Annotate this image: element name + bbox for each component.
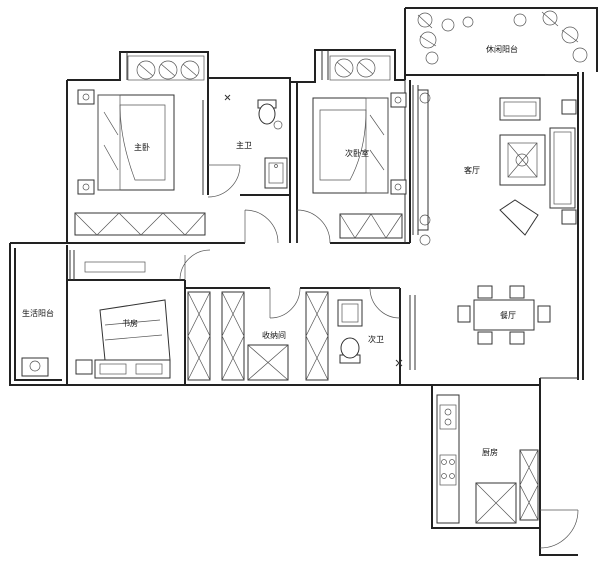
side-table — [561, 209, 577, 225]
daybed — [99, 299, 171, 361]
exterior-walls — [9, 7, 598, 556]
chair — [158, 60, 178, 80]
wardrobe — [339, 213, 403, 239]
room-label-storage: 收纳间 — [262, 330, 286, 340]
washing-machine — [21, 357, 49, 377]
room-label-study: 书房 — [122, 318, 138, 328]
vanity — [264, 157, 288, 189]
storage-cabinets: 收纳间 — [187, 291, 329, 381]
door-second-bedroom — [296, 209, 331, 244]
leisure-balcony-plants: 休闲阳台 — [417, 10, 588, 65]
bed — [97, 94, 175, 191]
counter — [436, 394, 460, 524]
room-label-living-room: 客厅 — [464, 165, 480, 175]
second-bedroom-furniture: 次卧室 — [312, 55, 407, 239]
nightstand — [77, 89, 95, 105]
master-bedroom-furniture: 主卧 — [74, 55, 206, 236]
door-master-bath — [207, 164, 241, 198]
room-label-second-bedroom: 次卧室 — [345, 148, 369, 158]
master-bath-fixtures: 主卫 — [224, 94, 288, 189]
desk — [94, 359, 171, 379]
room-label-master-bedroom: 主卧 — [134, 142, 150, 152]
door-second-bath — [369, 287, 401, 319]
bed — [312, 97, 389, 194]
side-table — [561, 99, 577, 115]
armchair — [499, 97, 541, 121]
room-label-second-bath: 次卫 — [368, 334, 384, 344]
tall-cabinet — [519, 449, 539, 521]
room-label-dining: 餐厅 — [500, 311, 516, 320]
lounge-chair — [499, 199, 539, 236]
kitchen-fixtures: 厨房 — [436, 394, 539, 524]
interior-walls — [67, 78, 540, 386]
doors — [179, 164, 579, 549]
door-storage — [269, 287, 301, 319]
room-label-kitchen: 厨房 — [482, 447, 498, 457]
wardrobe — [74, 212, 206, 236]
second-bath-fixtures: 次卫 — [337, 299, 403, 367]
nightstand — [77, 179, 95, 195]
dining-table — [473, 299, 535, 331]
door-kitchen-sliding — [539, 509, 579, 549]
dining-furniture: 餐厅 — [457, 285, 551, 345]
room-label-utility-balcony: 生活阳台 — [22, 308, 54, 318]
door-study — [179, 249, 211, 281]
room-label-leisure-balcony: 休闲阳台 — [486, 44, 518, 54]
tv-cabinet — [417, 89, 429, 231]
living-room-furniture: 客厅 — [417, 89, 577, 246]
study-furniture: 书房 — [75, 299, 171, 379]
utility-balcony-fixtures: 生活阳台 — [21, 261, 146, 377]
chair — [136, 60, 156, 80]
chair — [180, 60, 200, 80]
room-label-master-bath: 主卫 — [236, 140, 252, 150]
door-master-bedroom — [244, 209, 279, 244]
